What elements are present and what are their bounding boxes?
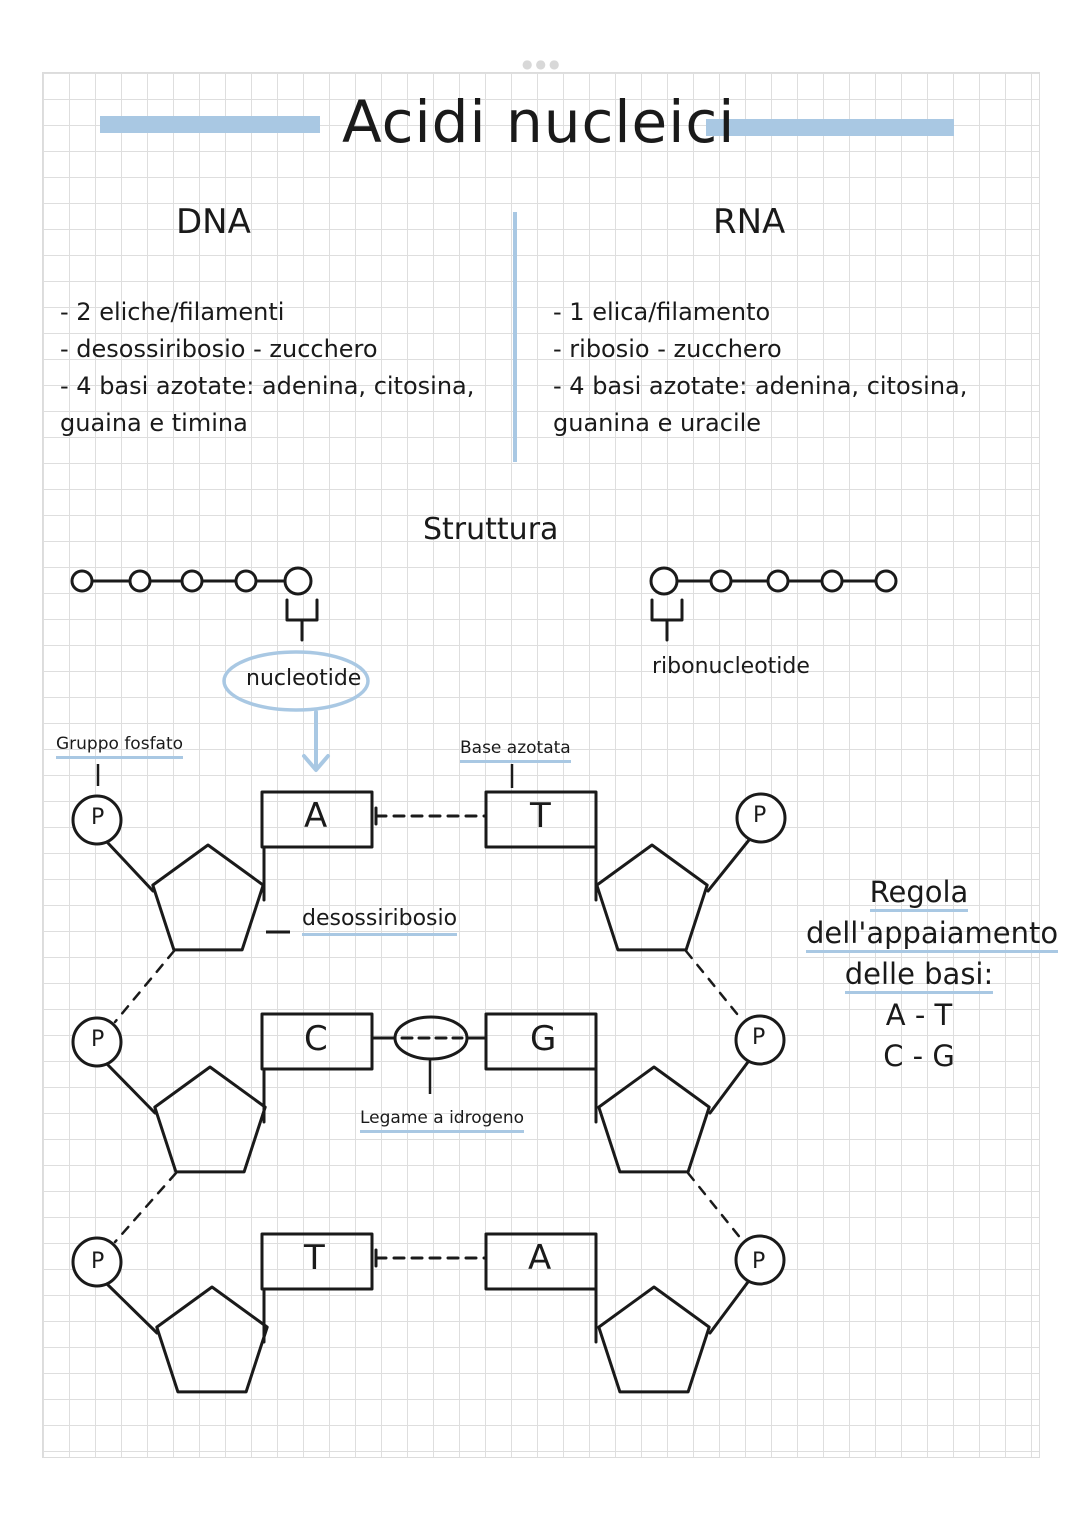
phosphate-symbol: P xyxy=(753,803,767,828)
sugar-label: desossiribosio xyxy=(302,906,458,936)
backbone-link-right xyxy=(686,1171,744,1242)
title-bar-left xyxy=(100,116,320,133)
phosphate-sugar-bond-right xyxy=(708,1280,750,1335)
base-left-1: A xyxy=(304,796,328,836)
nucleotide-highlight xyxy=(222,650,370,712)
column-divider xyxy=(513,212,517,462)
rule-line: dell'appaiamento xyxy=(806,916,1059,953)
dna-chain xyxy=(70,566,319,642)
phosphate-sugar-bond-left xyxy=(105,1062,157,1115)
phosphate-circle-left xyxy=(71,1016,123,1068)
phosphate-group-label: Gruppo fosfato xyxy=(56,734,184,759)
dna-list: - 2 eliche/filamenti - desossiribosio - … xyxy=(60,294,474,442)
sugar-pentagon-right xyxy=(595,843,709,952)
phosphate-sugar-bond-left xyxy=(105,1282,159,1335)
rna-heading: RNA xyxy=(713,202,786,242)
phosphate-symbol: P xyxy=(91,1027,105,1052)
phosphate-symbol: P xyxy=(91,805,105,830)
base-left-2: C xyxy=(304,1019,328,1059)
page-indicator-dots: ●●● xyxy=(522,57,563,71)
grid-paper xyxy=(42,72,1040,1458)
title-bar-right xyxy=(706,119,954,136)
backbone-link-right xyxy=(684,949,744,1022)
dna-point: - desossiribosio - zucchero xyxy=(60,335,378,363)
rna-point: - ribosio - zucchero xyxy=(553,335,782,363)
nucleotide-label: nucleotide xyxy=(246,666,362,691)
phosphate-circle-left xyxy=(71,1236,123,1288)
dna-point: guaina e timina xyxy=(60,409,248,437)
backbone-link-left xyxy=(113,1171,178,1244)
phosphate-sugar-bond-right xyxy=(708,1060,750,1115)
sugar-pentagon-left xyxy=(151,843,265,952)
phosphate-circle-right xyxy=(735,792,787,844)
sugar-pentagon-left xyxy=(155,1285,269,1394)
dna-heading: DNA xyxy=(176,202,251,242)
rule-pair: C - G xyxy=(883,1039,955,1073)
sugar-pentagon-right xyxy=(597,1285,711,1394)
dna-point: - 4 basi azotate: adenina, citosina, xyxy=(60,372,475,400)
dna-point: - 2 eliche/filamenti xyxy=(60,298,285,326)
nitrogen-base-label: Base azotata xyxy=(460,738,571,763)
pairing-rule: Regola dell'appaiamento delle basi: A - … xyxy=(806,872,1059,1077)
base-right-1: T xyxy=(530,796,551,836)
base-right-2: G xyxy=(530,1019,557,1059)
sugar-pentagon-left xyxy=(153,1065,267,1174)
phosphate-sugar-bond-left xyxy=(105,840,155,893)
structure-heading: Struttura xyxy=(423,512,559,547)
rna-point: - 1 elica/filamento xyxy=(553,298,771,326)
rna-point: - 4 basi azotate: adenina, citosina, xyxy=(553,372,968,400)
phosphate-circle-right xyxy=(734,1014,786,1066)
base-box-right xyxy=(484,1012,598,1071)
page-title: Acidi nucleici xyxy=(342,88,736,156)
phosphate-symbol: P xyxy=(752,1025,766,1050)
rule-pair: A - T xyxy=(885,998,953,1032)
base-right-3: A xyxy=(528,1238,552,1278)
base-box-left xyxy=(260,790,374,849)
ribonucleotide-label: ribonucleotide xyxy=(652,654,810,679)
rna-chain xyxy=(649,566,898,642)
base-box-left xyxy=(260,1012,374,1071)
base-left-3: T xyxy=(304,1238,325,1278)
phosphate-symbol: P xyxy=(752,1249,766,1274)
rna-list: - 1 elica/filamento - ribosio - zucchero… xyxy=(553,294,967,442)
rule-line: delle basi: xyxy=(844,957,994,994)
phosphate-symbol: P xyxy=(91,1249,105,1274)
phosphate-circle-left xyxy=(71,794,123,846)
rna-point: guanina e uracile xyxy=(553,409,762,437)
hydrogen-bond-label: Legame a idrogeno xyxy=(360,1108,525,1133)
sugar-pentagon-right xyxy=(597,1065,711,1174)
backbone-link-left xyxy=(113,949,176,1024)
phosphate-sugar-bond-right xyxy=(706,838,751,893)
base-box-left xyxy=(260,1232,374,1291)
rule-line: Regola xyxy=(869,875,969,912)
phosphate-circle-right xyxy=(734,1234,786,1286)
